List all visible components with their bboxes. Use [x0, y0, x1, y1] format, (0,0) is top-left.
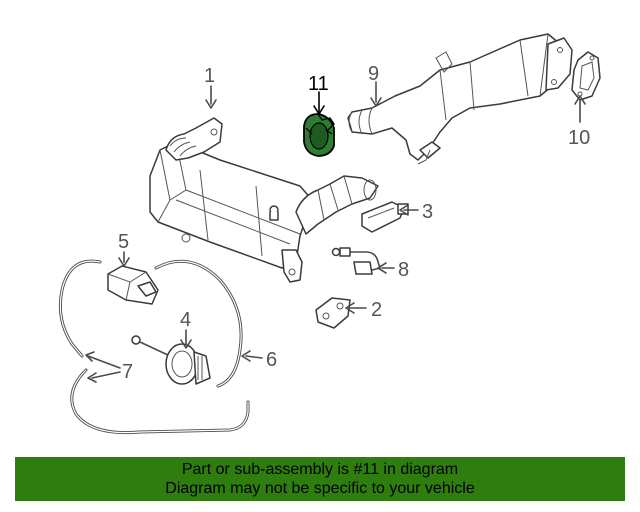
part-2-bracket[interactable] [315, 297, 351, 329]
callout-5: 5 [118, 231, 129, 253]
callout-7: 7 [122, 361, 133, 383]
part-1-egr-cooler[interactable] [149, 117, 313, 283]
part-7-lines[interactable] [58, 259, 250, 435]
part-3-clamp[interactable] [361, 201, 409, 233]
arrow-11 [313, 105, 325, 115]
arrow-6 [241, 350, 251, 362]
arrow-8 [377, 262, 387, 274]
part-5-solenoid[interactable] [107, 265, 159, 305]
hose-bend [295, 175, 379, 235]
callout-2: 2 [371, 299, 382, 321]
parts-diagram: 1 2 3 4 5 6 7 8 9 10 11 [58, 33, 601, 435]
leader-lines [85, 81, 586, 383]
arrow-10 [574, 95, 586, 105]
leader-6 [245, 355, 263, 359]
info-banner: Part or sub-assembly is #11 in diagram D… [15, 457, 625, 501]
part-4-actuator[interactable] [131, 335, 211, 385]
callout-3: 3 [422, 201, 433, 223]
banner-line-1: Part or sub-assembly is #11 in diagram [181, 461, 459, 478]
part-8-sensor[interactable] [331, 247, 381, 275]
arrow-3 [399, 204, 409, 216]
part-9-egr-tube[interactable] [347, 33, 573, 165]
leader-7b [91, 371, 121, 379]
arrow-5 [118, 257, 130, 267]
part-6-hose[interactable] [154, 259, 243, 388]
arrow-1 [205, 99, 217, 109]
callout-11: 11 [308, 73, 329, 95]
arrow-9 [370, 97, 382, 107]
callout-6: 6 [266, 349, 277, 371]
callout-1: 1 [204, 65, 215, 87]
arrow-7b [87, 372, 97, 383]
callout-9: 9 [368, 63, 379, 85]
leader-7a [87, 355, 121, 369]
banner-line-2: Diagram may not be specific to your vehi… [165, 480, 475, 497]
callout-8: 8 [398, 259, 409, 281]
arrow-7a [85, 351, 95, 362]
part-10-gasket[interactable] [571, 51, 601, 101]
callout-4: 4 [180, 309, 191, 331]
arrow-2 [345, 302, 355, 314]
part-11-clamp[interactable] [303, 113, 335, 157]
callout-10: 10 [568, 127, 590, 149]
arrow-4 [180, 339, 192, 349]
